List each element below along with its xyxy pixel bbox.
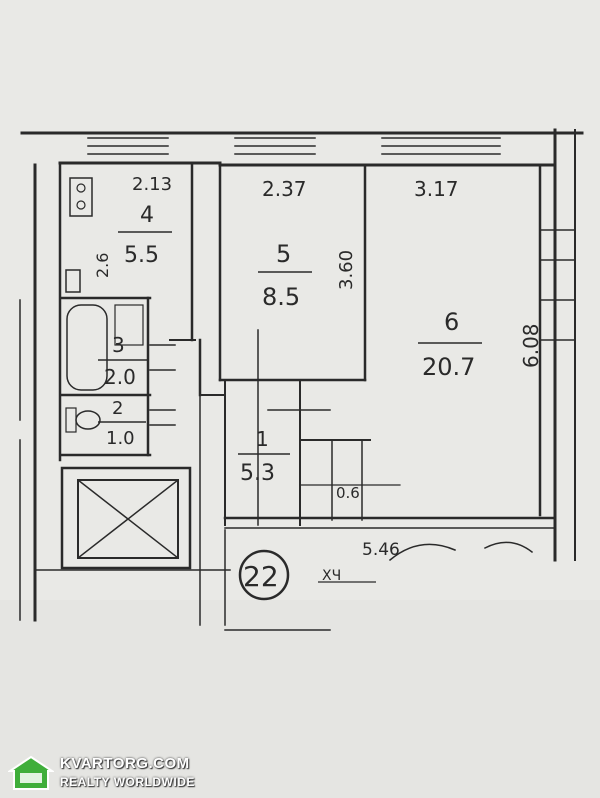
- stair-label: ХЧ: [322, 568, 341, 584]
- stair-marker: 22 ХЧ: [238, 549, 376, 601]
- room-5-depth: 3.60: [336, 250, 357, 290]
- room-1-number: 1: [256, 427, 269, 451]
- room-5-area: 8.5: [262, 283, 300, 311]
- closet-area: 0.6: [336, 484, 360, 502]
- room-3-area: 2.0: [104, 365, 136, 389]
- room-4-depth: 2.6: [93, 253, 112, 278]
- room-2-wc: 2 1.0: [98, 398, 146, 449]
- room-6-area: 20.7: [422, 353, 475, 381]
- room-5-width: 2.37: [262, 177, 307, 201]
- watermark-tagline: REALTY WORLDWIDE: [60, 775, 195, 789]
- room-5: 2.37 5 8.5 3.60: [258, 177, 357, 311]
- room-4-area: 5.5: [124, 243, 159, 268]
- stair-number: 22: [243, 560, 279, 593]
- room-2-area: 1.0: [106, 428, 135, 449]
- room-2-number: 2: [112, 398, 123, 419]
- room-1-area: 5.3: [240, 461, 275, 486]
- closet: 0.6: [336, 484, 360, 502]
- building-width: 5.46: [362, 540, 400, 560]
- walls: [19, 128, 584, 631]
- room-3-bath: 3 2.0: [98, 333, 148, 389]
- room-3-number: 3: [112, 333, 125, 357]
- room-6-number: 6: [444, 308, 459, 336]
- room-4-kitchen: 2.13 4 5.5 2.6: [93, 174, 172, 278]
- watermark: KVARTORG.COM REALTY WORLDWIDE: [6, 755, 195, 791]
- room-5-number: 5: [276, 240, 291, 268]
- house-logo-icon: [6, 755, 56, 791]
- room-6: 3.17 6 20.7 6.08: [414, 177, 543, 381]
- watermark-site: KVARTORG.COM: [60, 755, 190, 772]
- room-6-width: 3.17: [414, 177, 459, 201]
- room-4-width: 2.13: [132, 174, 172, 195]
- room-4-number: 4: [140, 203, 154, 228]
- room-6-depth: 6.08: [519, 323, 543, 368]
- room-1-hall: 1 5.3: [238, 427, 290, 486]
